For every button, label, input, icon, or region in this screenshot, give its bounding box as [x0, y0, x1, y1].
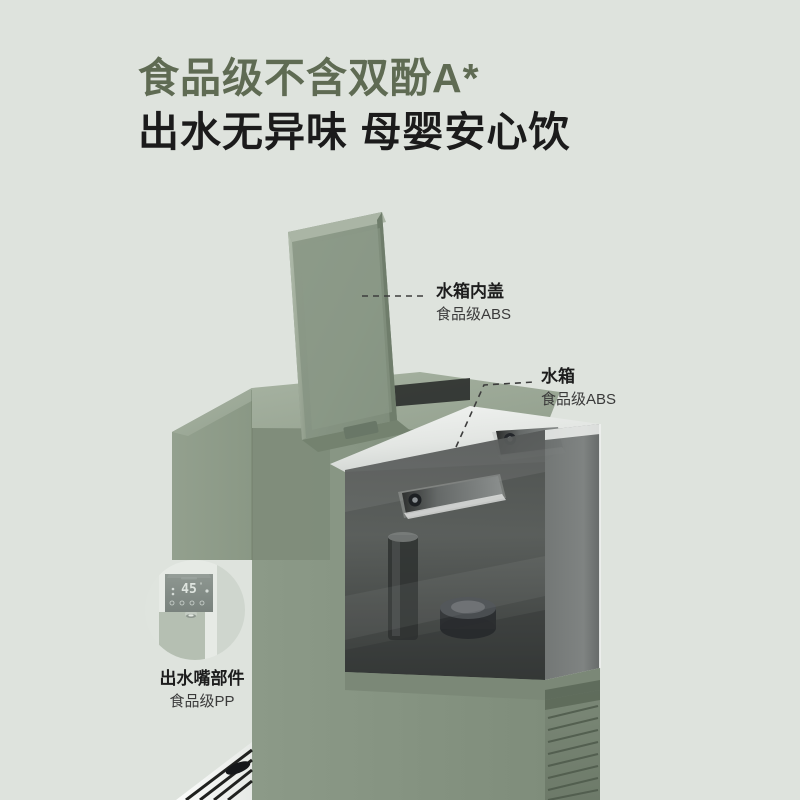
callout-subtitle: 食品级ABS	[541, 390, 617, 408]
callout-title: 水箱内盖	[436, 282, 504, 301]
callout-water-tank-inner-lid: 水箱内盖 食品级ABS	[436, 281, 511, 326]
inset-temperature-value: 45	[181, 582, 197, 597]
callout-water-tank: 水箱 食品级ABS	[541, 366, 616, 411]
tank-handle-front	[398, 474, 506, 519]
inset-detail-image: 45 °	[145, 560, 245, 660]
headline-primary: 食品级不含双酚A*	[138, 55, 480, 101]
callout-water-outlet-nozzle: 45 ° 出水嘴部件 食品级PP	[145, 560, 245, 710]
water-tank-inner-lid	[288, 212, 412, 452]
leader-line-tank	[455, 381, 535, 448]
callout-subtitle: 食品级PP	[169, 692, 235, 710]
headline-secondary: 出水无异味 母婴安心饮	[138, 109, 571, 156]
callout-leader-lines	[362, 295, 535, 448]
callout-subtitle: 食品级ABS	[436, 305, 512, 323]
water-tank	[330, 406, 601, 700]
callout-title: 出水嘴部件	[159, 669, 245, 688]
inset-caption: 出水嘴部件 食品级PP	[137, 668, 267, 713]
inset-detail-circle: 45 °	[145, 560, 245, 660]
ventilation-grille	[545, 680, 600, 800]
callout-title: 水箱	[541, 367, 575, 386]
inset-temperature-unit: °	[200, 582, 203, 589]
drip-tray	[176, 742, 253, 800]
headline-block: 食品级不含双酚A* 出水无异味 母婴安心饮	[138, 54, 698, 157]
